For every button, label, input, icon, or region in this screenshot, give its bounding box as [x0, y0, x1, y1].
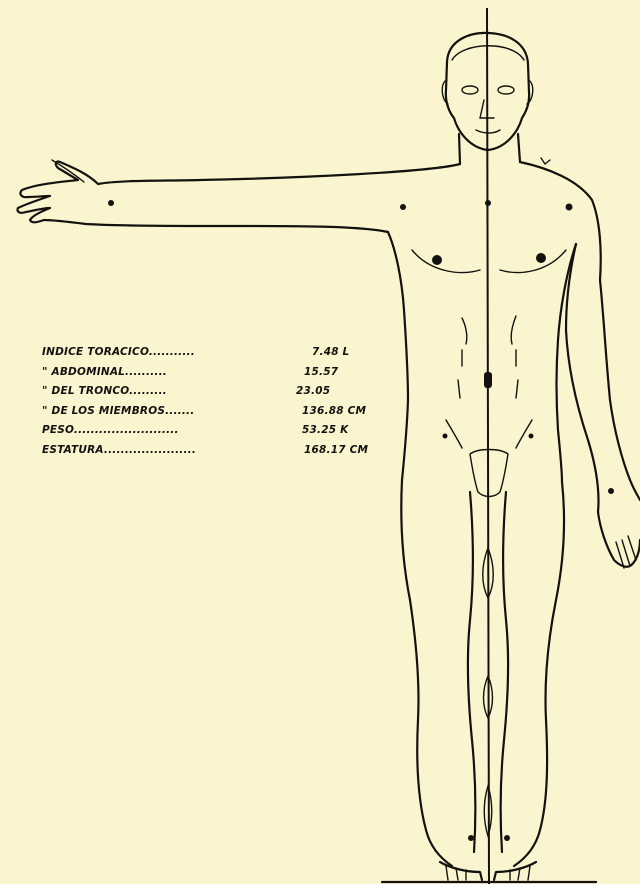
shoulder-marker-left — [400, 204, 406, 210]
right-nipple — [536, 253, 546, 263]
measurement-row: ESTATURA...................... 168.17 CM — [42, 444, 402, 464]
measurement-value: 53.25 K — [302, 424, 348, 436]
measurement-row: " DEL TRONCO......... 23.05 — [42, 385, 402, 405]
measurement-value: 168.17 CM — [304, 444, 368, 456]
left-eye — [462, 86, 478, 94]
sternum-marker — [485, 200, 491, 206]
measurement-row: PESO......................... 53.25 K — [42, 424, 402, 444]
shoulder-marker-right — [566, 204, 573, 211]
ankle-marker-left — [468, 835, 474, 841]
torso-right — [557, 244, 577, 482]
hip-marker-right — [529, 434, 534, 439]
leg-right-outer — [514, 482, 564, 866]
measurement-row: " DE LOS MIEMBROS....... 136.88 CM — [42, 405, 402, 425]
measurements-table: INDICE TORACICO........... 7.48 L " ABDO… — [42, 346, 402, 463]
measurement-label: PESO......................... — [42, 424, 179, 436]
ankle-marker-right — [504, 835, 510, 841]
leg-left-inner — [468, 492, 475, 852]
hand-marker — [608, 488, 614, 494]
navel-marker — [484, 372, 492, 388]
measurement-label: " DEL TRONCO......... — [42, 385, 167, 397]
left-nipple — [432, 255, 442, 265]
measurement-label: " ABDOMINAL.......... — [42, 366, 167, 378]
measurement-value: 7.48 L — [312, 346, 349, 358]
right-eye — [498, 86, 514, 94]
neck-left — [459, 134, 460, 164]
measurement-label: ESTATURA...................... — [42, 444, 196, 456]
leg-left-outer — [401, 480, 452, 866]
measurement-label: " DE LOS MIEMBROS....... — [42, 405, 194, 417]
hip-marker-left — [443, 434, 448, 439]
acromion-marker — [541, 158, 550, 164]
measurement-value: 136.88 CM — [302, 405, 366, 417]
shoulder-right — [520, 162, 640, 500]
measurement-label: INDICE TORACICO........... — [42, 346, 195, 358]
wrist-marker — [108, 200, 114, 206]
outstretched-arm-upper — [17, 161, 460, 232]
measurement-row: INDICE TORACICO........... 7.48 L — [42, 346, 402, 366]
measurement-value: 15.57 — [304, 366, 338, 378]
center-axis-line — [487, 8, 489, 884]
leg-right-inner — [501, 492, 508, 852]
iliac-lines — [446, 420, 532, 448]
neck-right — [518, 134, 520, 162]
hanging-arm-inner — [566, 244, 599, 512]
measurement-row: " ABDOMINAL.......... 15.57 — [42, 366, 402, 386]
hanging-hand — [598, 512, 640, 567]
measurement-value: 23.05 — [296, 385, 330, 397]
